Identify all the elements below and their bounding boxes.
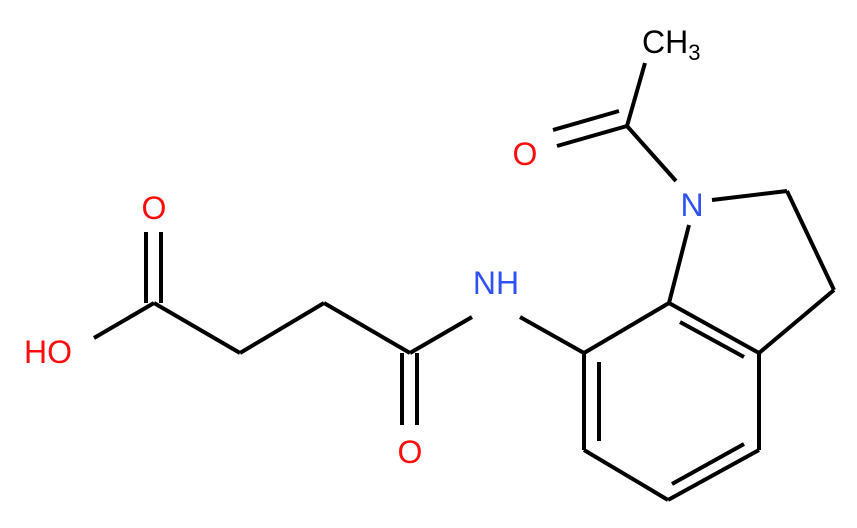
methyl-subscript: 3 [688, 40, 700, 65]
bond-n1-c2 [711, 189, 788, 202]
bond-c7a-c3a [668, 301, 760, 355]
bond-c2-c3 [785, 190, 836, 291]
bond-acetyl-co-1 [556, 124, 628, 148]
methyl-main-text: CH [642, 24, 688, 60]
bond-ch2-acid-c [152, 301, 242, 355]
bond-c4-c5-inner [671, 442, 745, 486]
indoline-nitrogen-label: N [680, 187, 703, 223]
methyl-label: CH3 [642, 24, 700, 65]
bond-amide-c-ch2 [322, 301, 412, 355]
bond-c7-c7a [582, 301, 671, 355]
amide-nitrogen-label: NH [473, 265, 519, 301]
bond-c5-c6 [582, 448, 670, 502]
bond-acid-c-oh [92, 301, 156, 340]
bond-nh-amide-c [408, 315, 474, 355]
amide-oxygen-label: O [398, 434, 423, 470]
bond-acetyl-co-2 [552, 109, 620, 132]
acid-carbonyl-oxygen-label: O [142, 190, 167, 226]
bond-c3-c3a [757, 288, 836, 355]
bond-c4-c5 [667, 448, 760, 502]
bond-ch2-ch2 [238, 301, 326, 355]
bond-c7-nh [519, 315, 585, 355]
bond-n1-c7a [667, 224, 691, 304]
hydroxyl-label: HO [24, 334, 72, 370]
acetyl-oxygen-label: O [513, 136, 538, 172]
bond-ch3-carbonyl [625, 62, 647, 127]
bond-carbonyl-n1 [625, 124, 678, 183]
bond-c7a-c3a-inner [679, 320, 745, 359]
